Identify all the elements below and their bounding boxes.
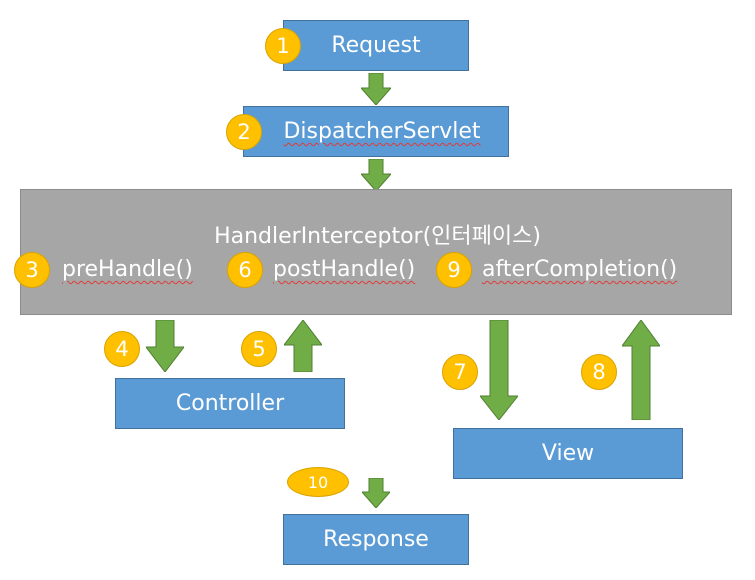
request-label: Request — [331, 33, 421, 58]
controller-box: Controller — [115, 378, 345, 429]
step-1-badge: 1 — [265, 28, 301, 64]
step-6-badge: 6 — [227, 252, 263, 288]
step-7-badge: 7 — [442, 354, 478, 390]
arrow-up-icon — [284, 320, 322, 372]
step-4-badge: 4 — [104, 331, 140, 367]
arrow-down-icon — [480, 320, 518, 420]
arrow-up-icon — [622, 320, 660, 420]
dispatcher-servlet-box: DispatcherServlet — [243, 106, 509, 157]
controller-label: Controller — [175, 391, 285, 416]
post-handle-label: postHandle() — [273, 257, 416, 282]
step-9-badge: 9 — [436, 252, 472, 288]
step-2-badge: 2 — [226, 114, 262, 150]
step-5-badge: 5 — [241, 331, 277, 367]
handler-interceptor-box — [20, 189, 732, 315]
view-box: View — [453, 428, 683, 479]
step-10-badge: 10 — [287, 467, 349, 497]
handler-interceptor-title: HandlerInterceptor(인터페이스) — [214, 224, 541, 249]
pre-handle-label: preHandle() — [62, 257, 193, 282]
arrow-down-icon — [361, 159, 391, 191]
response-label: Response — [323, 527, 429, 552]
response-box: Response — [283, 514, 469, 565]
step-3-badge: 3 — [14, 252, 50, 288]
step-8-badge: 8 — [581, 354, 617, 390]
arrow-down-icon — [146, 320, 184, 372]
request-box: Request — [283, 20, 469, 71]
arrow-down-icon — [362, 478, 390, 508]
dispatcher-servlet-label: DispatcherServlet — [283, 119, 481, 144]
after-completion-label: afterCompletion() — [482, 257, 678, 282]
view-label: View — [541, 441, 595, 466]
arrow-down-icon — [361, 73, 391, 105]
